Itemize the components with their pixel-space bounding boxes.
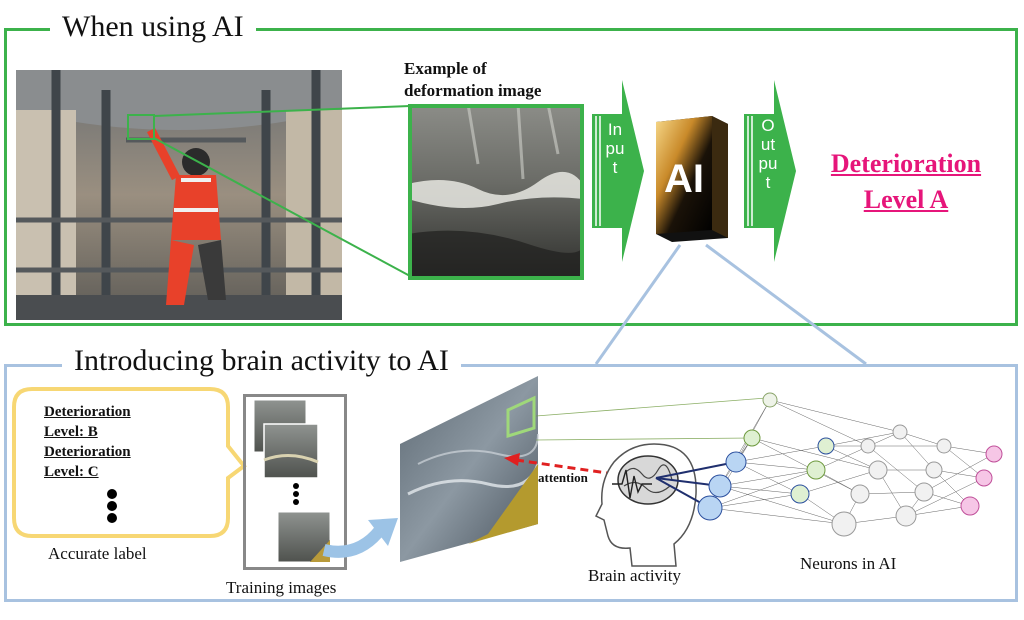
brain-activity-caption: Brain activity bbox=[588, 566, 682, 585]
neurons-caption: Neurons in AI bbox=[800, 554, 897, 573]
attention-arrow bbox=[504, 453, 615, 476]
ai-text: AI bbox=[664, 157, 704, 201]
training-images-box bbox=[243, 394, 347, 570]
label-item-1: Deterioration bbox=[44, 404, 131, 420]
inspection-photo bbox=[16, 70, 342, 320]
ellipsis-dots bbox=[107, 489, 117, 523]
input-arrow bbox=[592, 80, 644, 262]
output-label: Output bbox=[758, 116, 778, 192]
accurate-label-caption: Accurate label bbox=[48, 544, 147, 563]
label-item-4: Level: C bbox=[44, 464, 99, 480]
brain-activity-frame bbox=[4, 364, 1018, 602]
result-line2: Level A bbox=[863, 185, 949, 214]
ai-box: AI bbox=[656, 116, 728, 242]
example-label: Example of deformation image bbox=[404, 59, 542, 100]
section-title-when-using-ai: When using AI bbox=[50, 10, 256, 44]
label-speech-bubble bbox=[12, 387, 247, 538]
input-label: Input bbox=[605, 120, 625, 177]
label-item-2: Level: B bbox=[44, 424, 98, 440]
ai-usage-frame bbox=[4, 28, 1018, 326]
label-item-3: Deterioration bbox=[44, 444, 131, 460]
output-arrow bbox=[744, 80, 796, 262]
section-title-brain-activity: Introducing brain activity to AI bbox=[62, 344, 461, 378]
training-images-caption: Training images bbox=[226, 578, 337, 597]
training-image-stack bbox=[253, 400, 331, 563]
attention-image bbox=[400, 376, 540, 562]
attention-label: attention bbox=[538, 470, 588, 485]
curved-arrow bbox=[322, 518, 398, 558]
deformation-image bbox=[408, 104, 584, 280]
result-line1: Deterioration bbox=[830, 149, 982, 178]
